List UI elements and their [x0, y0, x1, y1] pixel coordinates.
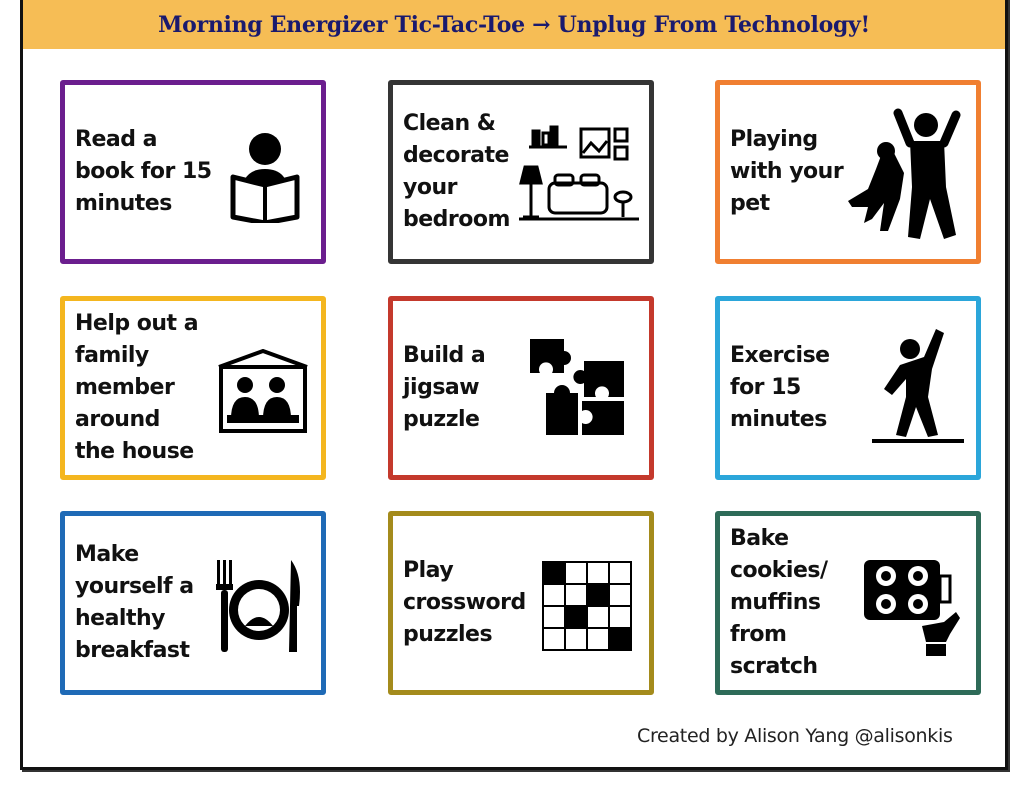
card-clean-bedroom: Clean & decorate your bedroom [388, 80, 654, 264]
card-help-family: Help out a family member around the hous… [60, 296, 326, 480]
card-label: Read a book for 15 minutes [75, 127, 212, 216]
card-exercise: Exercise for 15 minutes [715, 296, 981, 480]
card-play-pet: Playing with your pet [715, 80, 981, 264]
card-label: Bake cookies/ muffins from scratch [730, 526, 828, 679]
card-label: Playing with your pet [730, 127, 844, 216]
jigsaw-puzzle-icon [530, 339, 624, 435]
poster-frame [20, 0, 1008, 770]
card-label: Play crossword puzzles [403, 558, 526, 647]
card-breakfast: Make yourself a healthy breakfast [60, 511, 326, 695]
card-label: Build a jigsaw puzzle [403, 343, 486, 432]
reading-person-icon [230, 133, 300, 223]
card-label: Clean & decorate your bedroom [403, 111, 510, 232]
card-label: Help out a family member around the hous… [75, 311, 199, 464]
person-with-dog-icon [848, 108, 961, 239]
family-house-icon [218, 349, 308, 433]
bedroom-icon [519, 125, 639, 221]
card-jigsaw: Build a jigsaw puzzle [388, 296, 654, 480]
card-label: Make yourself a healthy breakfast [75, 542, 194, 663]
muffin-tray-icon [864, 560, 960, 656]
exercising-person-icon [872, 329, 964, 443]
card-read-book: Read a book for 15 minutes [60, 80, 326, 264]
crossword-grid-icon [542, 561, 632, 651]
card-bake: Bake cookies/ muffins from scratch [715, 511, 981, 695]
plate-fork-knife-icon [216, 560, 300, 652]
header-banner: Morning Energizer Tic-Tac-Toe → Unplug F… [23, 0, 1005, 49]
credit-text: Created by Alison Yang @alisonkis [637, 725, 953, 747]
page-title: Morning Energizer Tic-Tac-Toe → Unplug F… [158, 11, 870, 38]
card-label: Exercise for 15 minutes [730, 343, 830, 432]
card-crossword: Play crossword puzzles [388, 511, 654, 695]
